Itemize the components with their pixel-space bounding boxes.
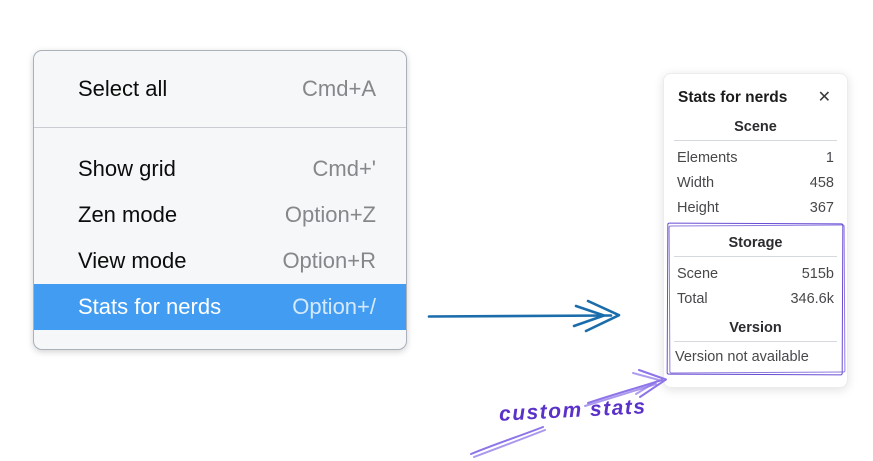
stat-row-elements: Elements 1 xyxy=(674,145,837,170)
menu-item-show-grid[interactable]: Show grid Cmd+' xyxy=(34,146,406,192)
menu-item-label: Stats for nerds xyxy=(78,294,222,319)
stat-value: 515b xyxy=(801,265,834,282)
stats-section-storage: Storage Scene 515b Total 346.6k xyxy=(674,235,837,311)
section-heading: Scene xyxy=(734,119,777,135)
stat-value: 346.6k xyxy=(790,290,834,307)
menu-item-select-all[interactable]: Select all Cmd+A xyxy=(34,66,406,112)
menu-item-shortcut: Option+/ xyxy=(292,294,376,319)
menu-section-main: Show grid Cmd+' Zen mode Option+Z View m… xyxy=(34,128,406,347)
stat-label: Scene xyxy=(677,265,719,282)
stats-section-version: Version Version not available xyxy=(674,320,837,367)
blue-arrow xyxy=(427,299,621,333)
menu-item-label: Show grid xyxy=(78,156,176,181)
stat-label: Total xyxy=(677,290,708,307)
section-heading: Storage xyxy=(728,235,783,251)
stat-value: 458 xyxy=(809,174,834,191)
close-icon[interactable]: ✕ xyxy=(817,89,831,106)
menu-item-label: View mode xyxy=(78,248,187,273)
stats-section-scene: Scene Elements 1 Width 458 Height 367 xyxy=(674,119,837,220)
custom-stats-annotation: custom stats xyxy=(498,395,648,426)
stat-row-width: Width 458 xyxy=(674,170,837,195)
menu-item-shortcut: Cmd+' xyxy=(312,156,377,181)
menu-item-stats-for-nerds[interactable]: Stats for nerds Option+/ xyxy=(34,284,406,330)
menu-item-shortcut: Option+R xyxy=(282,248,376,273)
menu-item-shortcut: Option+Z xyxy=(284,202,376,227)
stat-value: 1 xyxy=(825,149,834,166)
stat-value: 367 xyxy=(809,199,834,216)
stat-row-scene-size: Scene 515b xyxy=(674,261,837,286)
stat-label: Width xyxy=(677,174,715,191)
stat-row-total-size: Total 346.6k xyxy=(674,286,837,311)
menu-item-shortcut: Cmd+A xyxy=(302,76,376,101)
version-note: Version not available xyxy=(675,349,809,365)
divider xyxy=(674,341,837,342)
stat-label: Height xyxy=(677,199,719,216)
menu-item-label: Zen mode xyxy=(78,202,178,227)
menu-item-label: Select all xyxy=(78,76,168,101)
context-menu: Select all Cmd+A Show grid Cmd+' Zen mod… xyxy=(33,50,407,350)
menu-item-zen-mode[interactable]: Zen mode Option+Z xyxy=(34,192,406,238)
menu-section-top: Select all Cmd+A xyxy=(34,51,406,128)
purple-arrow xyxy=(470,369,667,458)
divider xyxy=(674,256,837,257)
stat-label: Elements xyxy=(677,149,738,166)
stats-panel-title: Stats for nerds xyxy=(678,89,788,106)
annotated-stats-group: Storage Scene 515b Total 346.6k Version … xyxy=(666,222,846,376)
divider xyxy=(674,140,837,141)
stat-row-height: Height 367 xyxy=(674,195,837,220)
section-heading: Version xyxy=(729,320,782,336)
menu-item-view-mode[interactable]: View mode Option+R xyxy=(34,238,406,284)
stats-for-nerds-panel: Stats for nerds ✕ Scene Elements 1 Width… xyxy=(663,73,848,388)
